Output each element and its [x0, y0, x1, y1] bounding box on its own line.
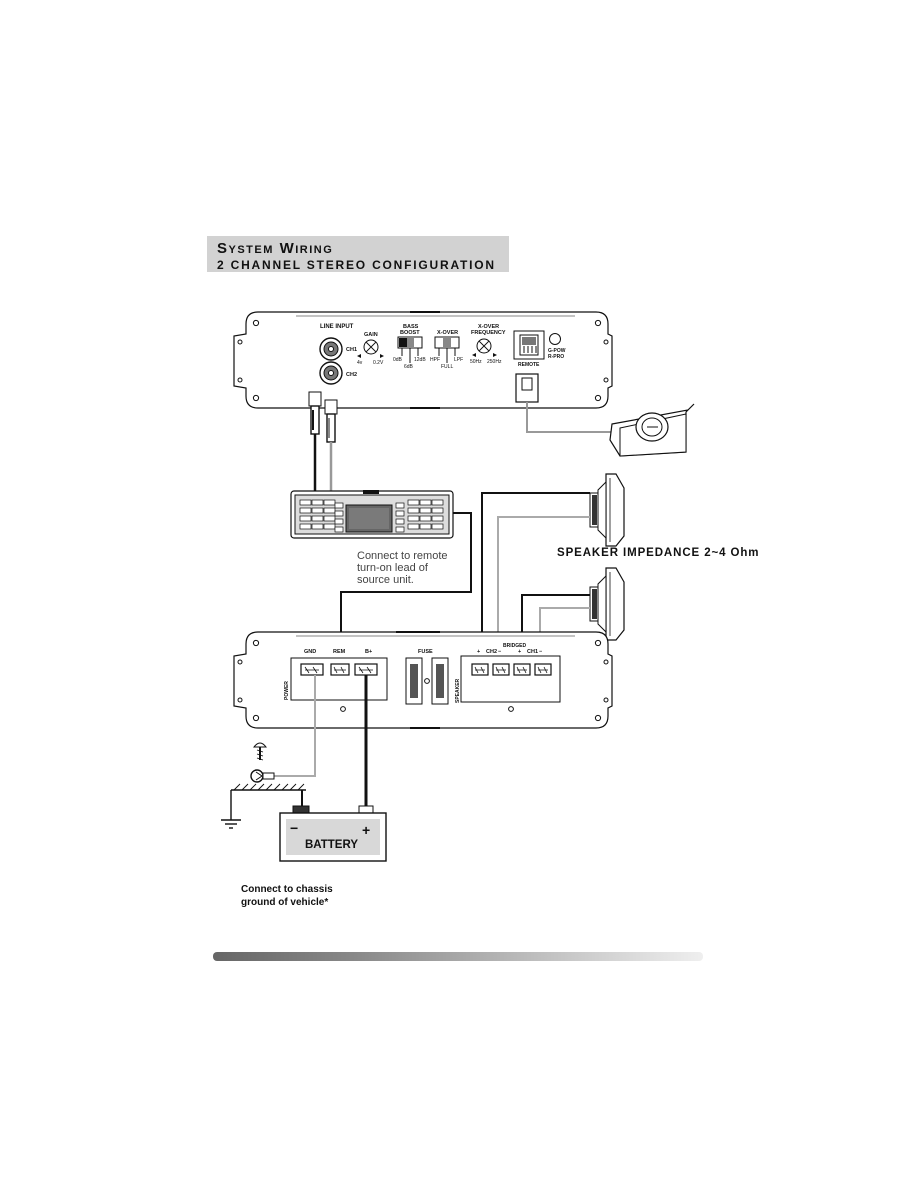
amplifier-control-panel: LINE INPUT CH1 CH2 GAIN 4v 0.2V BASS BOO… — [233, 311, 613, 409]
chassis-ground-note: Connect to chassis ground of vehicle* — [241, 883, 333, 909]
lpf-label: LPF — [454, 357, 463, 363]
led-label-1: G-POW — [548, 348, 566, 354]
bass-12db-label: 12dB — [414, 357, 426, 363]
spk-plus-1: + — [477, 649, 480, 655]
source-note-line-3: source unit. — [357, 574, 414, 586]
rem-terminal — [330, 663, 350, 676]
chassis-note-line-2: ground of vehicle* — [241, 897, 329, 908]
gnd-label: GND — [304, 649, 316, 655]
remote-bass-knob — [515, 373, 695, 457]
remote-label: REMOTE — [518, 362, 540, 368]
bridged-label: BRIDGED — [503, 643, 526, 649]
rca-cables — [308, 391, 338, 491]
bass-boost-label-2: BOOST — [400, 330, 420, 336]
amplifier-power-panel: GND REM B+ POWER FUSE + CH2 − BRIDGED + … — [233, 631, 613, 729]
source-head-unit — [290, 490, 454, 539]
ring-terminal-icon — [250, 769, 275, 783]
ground-wire — [274, 675, 316, 777]
bplus-label: B+ — [365, 649, 372, 655]
gain-label: GAIN — [364, 332, 378, 338]
chassis-note-line-1: Connect to chassis — [241, 884, 333, 895]
spk-ch1-label: CH1 — [527, 649, 538, 655]
full-label: FULL — [441, 364, 453, 370]
gain-min-label: 4v — [357, 360, 363, 366]
line-input-label: LINE INPUT — [320, 324, 354, 330]
source-note-line-1: Connect to remote — [357, 550, 448, 562]
screw-icon — [252, 742, 268, 761]
freq-max-label: 250Hz — [487, 359, 502, 365]
speaker-label: SPEAKER — [455, 678, 461, 703]
rem-label: REM — [333, 649, 346, 655]
source-note: Connect to remote turn-on lead of source… — [357, 550, 448, 586]
section-header — [207, 236, 509, 272]
section-title: System Wiring — [217, 240, 334, 257]
battery-label: BATTERY — [305, 839, 358, 851]
bass-6db-label: 6dB — [404, 364, 414, 370]
speaker-top — [589, 473, 625, 547]
battery-minus: − — [290, 820, 298, 836]
hpf-label: HPF — [430, 357, 440, 363]
freq-min-label: 50Hz — [470, 359, 482, 365]
speaker-impedance-label: SPEAKER IMPEDANCE 2~4 Ohm — [557, 547, 760, 559]
battery-plus: + — [362, 822, 370, 838]
xover-freq-label-1: X-OVER — [478, 324, 499, 330]
source-note-line-2: turn-on lead of — [357, 562, 428, 574]
battery-icon: − + BATTERY — [279, 805, 387, 862]
ch1-label: CH1 — [346, 347, 357, 353]
remote-turn-on-wire — [340, 512, 472, 664]
xover-freq-label-2: FREQUENCY — [471, 330, 506, 336]
led-label-2: R-PRO — [548, 354, 564, 360]
spk-ch2-label: CH2 — [486, 649, 497, 655]
xover-label: X-OVER — [437, 330, 458, 336]
speaker-bottom — [589, 567, 625, 641]
gnd-terminal — [300, 663, 324, 676]
gain-max-label: 0.2V — [373, 360, 384, 366]
bplus-terminal — [354, 663, 378, 676]
status-led — [549, 333, 561, 345]
bass-boost-label-1: BASS — [403, 324, 419, 330]
bass-0db-label: 0dB — [393, 357, 403, 363]
speaker-terminal-block — [460, 655, 561, 703]
ch2-label: CH2 — [346, 372, 357, 378]
spk-minus-1: − — [498, 649, 501, 655]
fuse-label: FUSE — [418, 649, 433, 655]
power-label: POWER — [284, 681, 290, 700]
spk-plus-2: + — [518, 649, 521, 655]
section-subtitle: 2 CHANNEL STEREO CONFIGURATION — [217, 258, 496, 272]
speaker-wires — [481, 492, 590, 652]
spk-minus-2: − — [539, 649, 542, 655]
footer-bar — [213, 952, 703, 961]
